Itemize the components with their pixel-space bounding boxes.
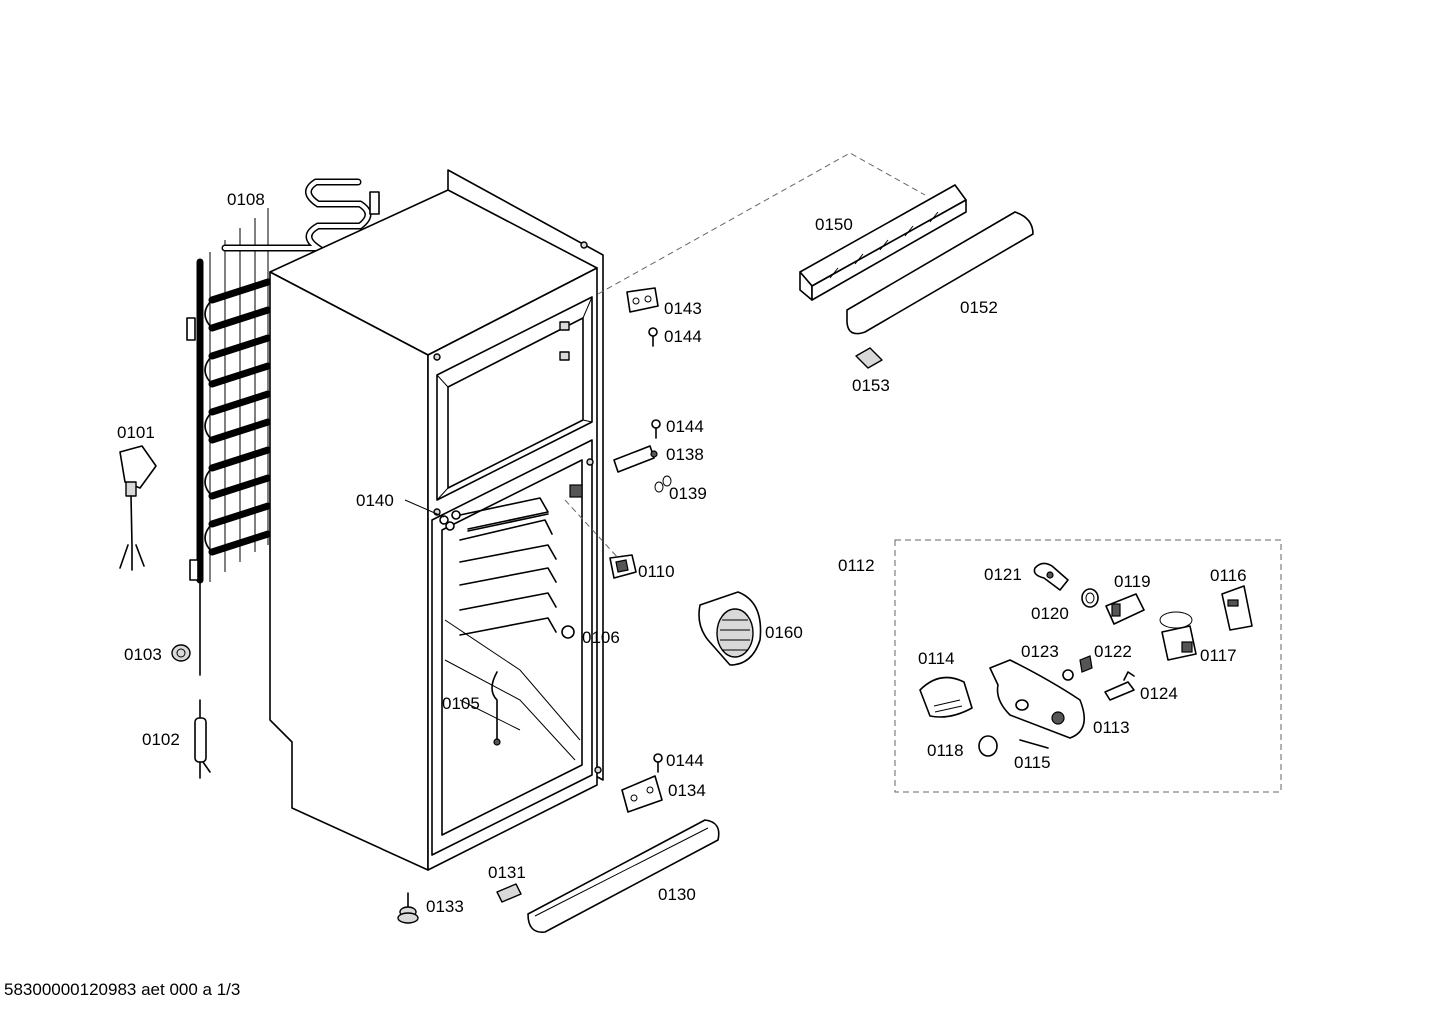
label-0124: 0124 bbox=[1140, 684, 1178, 703]
label-0143: 0143 bbox=[664, 299, 702, 318]
label-0120: 0120 bbox=[1031, 604, 1069, 623]
wire-harness-part bbox=[1104, 671, 1135, 701]
thermostat-cover-part bbox=[989, 659, 1086, 739]
bottom-hinge-part bbox=[621, 775, 663, 813]
screw-part bbox=[653, 753, 663, 773]
label-0121: 0121 bbox=[984, 565, 1022, 584]
label-0102: 0102 bbox=[142, 730, 180, 749]
condenser-coil-part bbox=[186, 178, 380, 676]
label-0103: 0103 bbox=[124, 645, 162, 664]
label-0113: 0113 bbox=[1093, 718, 1130, 737]
label-0144-upper: 0144 bbox=[666, 417, 704, 436]
label-0144-low: 0144 bbox=[666, 751, 704, 770]
refrigerator-cabinet bbox=[269, 169, 604, 871]
part-labels: 0108 0101 0103 0102 0140 0105 0106 0110 … bbox=[117, 190, 1247, 916]
mains-plug-part bbox=[119, 445, 157, 571]
knob-cap-part bbox=[978, 735, 998, 757]
label-0110: 0110 bbox=[638, 562, 675, 581]
label-0139: 0139 bbox=[669, 484, 707, 503]
label-0105: 0105 bbox=[442, 694, 480, 713]
seal-cap-part bbox=[171, 644, 191, 662]
label-0133: 0133 bbox=[426, 897, 464, 916]
label-0112: 0112 bbox=[838, 556, 875, 575]
label-0153: 0153 bbox=[852, 376, 890, 395]
adjustable-foot-part bbox=[397, 892, 419, 924]
label-0140: 0140 bbox=[356, 491, 394, 510]
label-0101: 0101 bbox=[117, 423, 155, 442]
label-0123: 0123 bbox=[1021, 642, 1059, 661]
thermostat-housing-part bbox=[1221, 585, 1253, 631]
top-hinge-part bbox=[626, 287, 659, 313]
light-cover-part bbox=[919, 676, 973, 718]
thermostat-part bbox=[1159, 611, 1197, 661]
screw-part bbox=[648, 327, 658, 347]
dryer-filter-part bbox=[194, 699, 211, 779]
label-0134: 0134 bbox=[668, 781, 706, 800]
label-0152: 0152 bbox=[960, 298, 998, 317]
bottom-cover-strip-part bbox=[527, 819, 720, 933]
label-0160: 0160 bbox=[765, 623, 803, 642]
grille-clip-part bbox=[496, 883, 522, 903]
fan-cover-part bbox=[698, 591, 762, 666]
lamp-socket-part bbox=[1105, 593, 1145, 625]
knob-part bbox=[1062, 669, 1074, 681]
label-0118: 0118 bbox=[927, 741, 964, 760]
panel-clip-part bbox=[855, 347, 883, 369]
control-panel-cover-part bbox=[846, 211, 1034, 335]
label-0119: 0119 bbox=[1114, 572, 1151, 591]
electrical-connector-part bbox=[439, 510, 461, 531]
label-0117: 0117 bbox=[1200, 646, 1237, 665]
label-0150: 0150 bbox=[815, 215, 853, 234]
label-0114: 0114 bbox=[918, 649, 955, 668]
label-0116: 0116 bbox=[1210, 566, 1247, 585]
seal-strip-part bbox=[1019, 739, 1049, 749]
label-0130: 0130 bbox=[658, 885, 696, 904]
label-0108: 0108 bbox=[227, 190, 265, 209]
screw-part bbox=[651, 419, 661, 439]
control-panel-frame-part bbox=[799, 184, 967, 301]
switch-part bbox=[1079, 655, 1093, 673]
lamp-holder-ring-part bbox=[1081, 588, 1099, 608]
middle-hinge-part bbox=[613, 445, 672, 493]
label-0115: 0115 bbox=[1014, 753, 1051, 772]
document-reference: 58300000120983 aet 000 a 1/3 bbox=[4, 980, 241, 999]
label-0144-top: 0144 bbox=[664, 327, 702, 346]
assembly-group-box bbox=[894, 539, 1282, 793]
label-0106: 0106 bbox=[582, 628, 620, 647]
label-0131: 0131 bbox=[488, 863, 526, 882]
label-0122: 0122 bbox=[1094, 642, 1132, 661]
lamp-switch-part bbox=[609, 554, 637, 579]
lamp-bulb-part bbox=[1033, 562, 1069, 591]
label-0138: 0138 bbox=[666, 445, 704, 464]
